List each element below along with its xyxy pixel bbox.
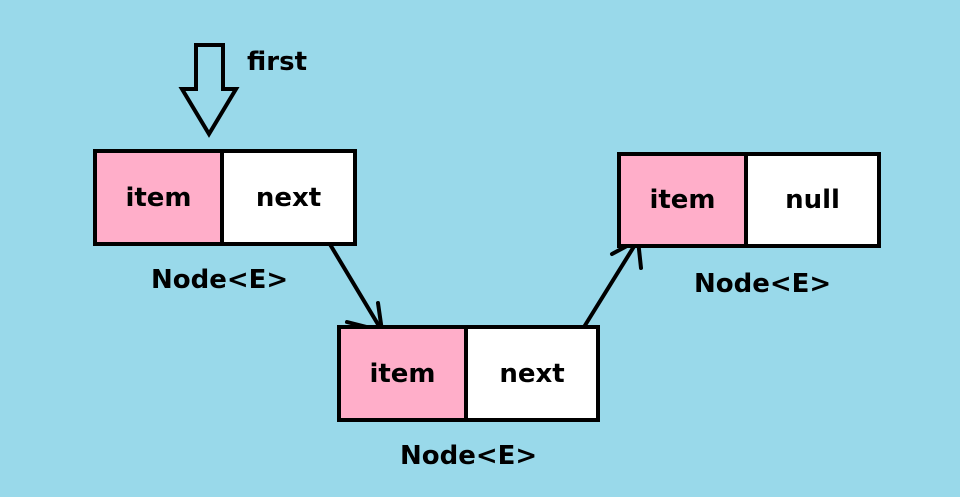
node-1: item next (93, 149, 357, 246)
node-3-null-field: null (748, 156, 877, 244)
node-2-item-field: item (341, 329, 468, 418)
node-2-type-label: Node<E> (400, 441, 538, 471)
arrow-node2-to-node3 (582, 238, 643, 329)
arrow-node1-to-node2 (320, 229, 384, 333)
node-2-next-field: next (468, 329, 596, 418)
node-3-item-field: item (621, 156, 748, 244)
node-1-type-label: Node<E> (151, 265, 289, 295)
first-pointer-arrow (178, 43, 240, 138)
node-3-type-label: Node<E> (694, 269, 832, 299)
node-1-item-field: item (97, 153, 224, 242)
node-2: item next (337, 325, 600, 422)
node-1-next-field: next (224, 153, 353, 242)
node-3: item null (617, 152, 881, 248)
first-pointer-label: first (247, 47, 307, 77)
